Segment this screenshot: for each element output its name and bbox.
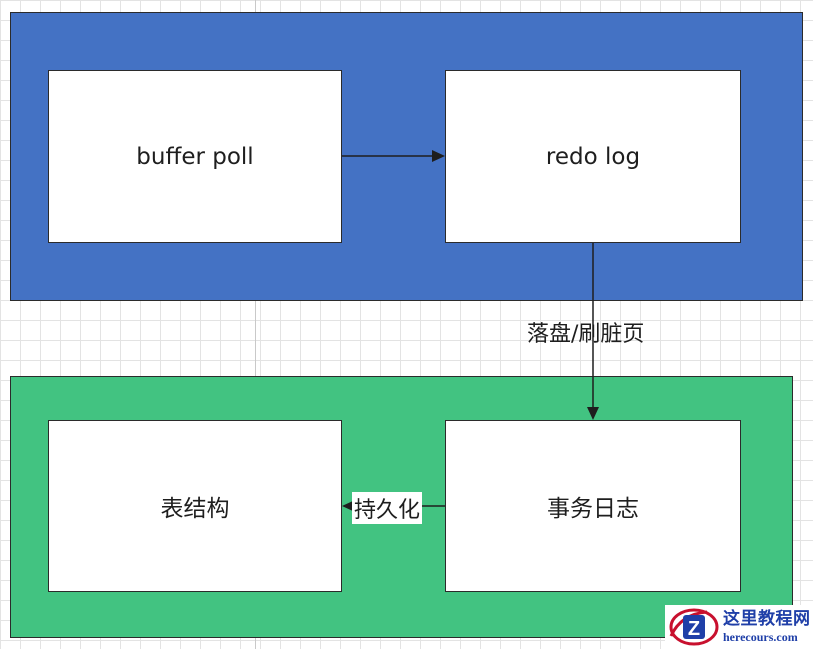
buffer-pool-label: buffer poll (136, 143, 254, 170)
watermark-name: 这里教程网 (723, 609, 811, 629)
transaction-log-node[interactable]: 事务日志 (445, 420, 741, 592)
arrowhead-down-icon (587, 407, 599, 420)
table-structure-label: 表结构 (160, 496, 230, 522)
logo-letter: Z (688, 618, 700, 640)
arrowhead-right-icon (432, 150, 445, 162)
watermark: Z 这里教程网 herecours.com (665, 605, 813, 649)
z-logo-icon: Z (669, 608, 719, 646)
transaction-log-label: 事务日志 (547, 496, 639, 522)
table-structure-node[interactable]: 表结构 (48, 420, 342, 592)
persist-edge-label: 持久化 (352, 492, 423, 524)
redo-log-node[interactable]: redo log (445, 70, 741, 243)
arrowhead-left-icon (342, 500, 355, 512)
grid-guide-line (255, 0, 256, 649)
redo-log-label: redo log (545, 143, 641, 170)
watermark-domain: herecours.com (723, 630, 798, 644)
buffer-pool-node[interactable]: buffer poll (48, 70, 342, 243)
flush-edge-label: 落盘/刷脏页 (527, 322, 645, 347)
